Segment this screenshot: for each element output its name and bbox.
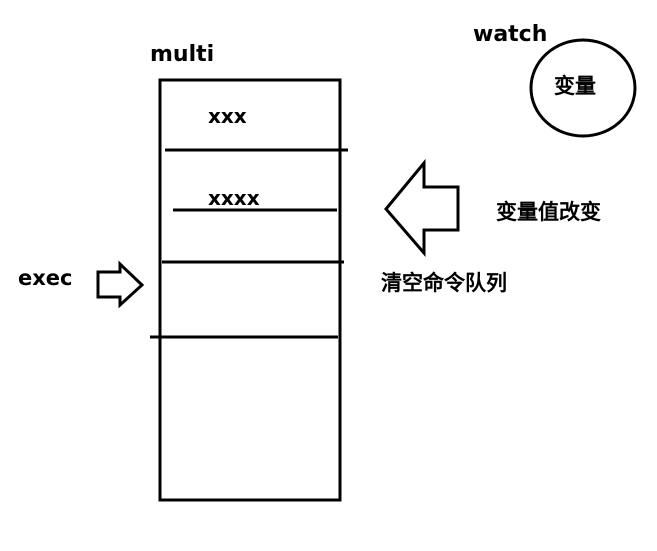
variable-label: 变量 xyxy=(554,74,596,98)
queue-box xyxy=(158,78,342,502)
exec-label: exec xyxy=(18,266,73,290)
clear-queue-label: 清空命令队列 xyxy=(381,271,507,295)
multi-label: multi xyxy=(150,42,215,67)
value-changed-label: 变量值改变 xyxy=(496,200,601,224)
queued-command-1: xxx xyxy=(208,104,247,128)
exec-arrow xyxy=(96,260,145,309)
variable-ellipse xyxy=(529,38,637,138)
queued-command-2: xxxx xyxy=(208,186,260,210)
watch-label: watch xyxy=(473,22,548,47)
change-arrow xyxy=(384,158,460,258)
